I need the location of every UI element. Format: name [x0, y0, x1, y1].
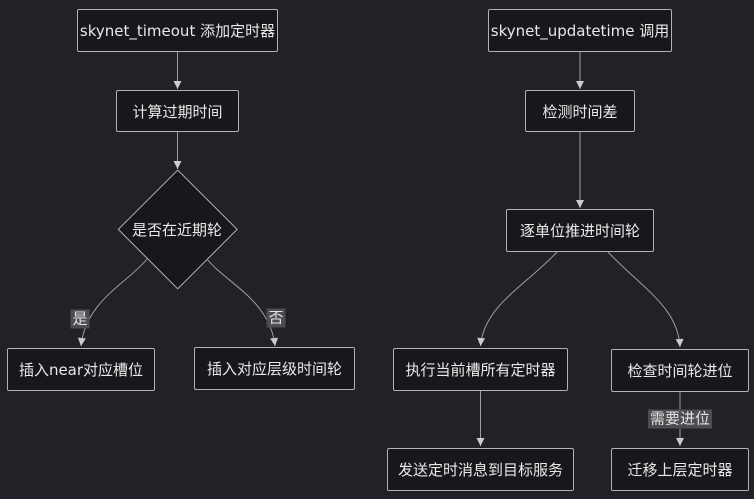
edge-advance-to-checkcarry: [607, 251, 684, 348]
node-migrate-upper-timers: 迁移上层定时器: [611, 448, 749, 491]
node-insert-level-wheel: 插入对应层级时间轮: [194, 347, 355, 390]
edge-decision-yes-to-insert-near: [77, 258, 148, 347]
node-check-time-diff: 检测时间差: [525, 90, 635, 132]
node-skynet-updatetime-start: skynet_updatetime 调用: [488, 9, 672, 52]
node-run-slot-timers: 执行当前槽所有定时器: [393, 348, 568, 391]
node-skynet-timeout-start: skynet_timeout 添加定时器: [77, 9, 278, 52]
node-compute-expire: 计算过期时间: [116, 90, 239, 132]
node-advance-wheel: 逐单位推进时间轮: [506, 209, 654, 252]
edge-label-yes: 是: [70, 309, 90, 329]
diamond-label: 是否在近期轮: [131, 220, 222, 239]
node-check-carry: 检查时间轮进位: [611, 349, 749, 392]
edge-advance-to-runtimers: [477, 251, 558, 347]
edge-decision-no-to-insert-level: [206, 258, 279, 347]
edge-label-need-carry: 需要进位: [647, 409, 713, 429]
node-decision-near-round: 是否在近期轮: [117, 169, 239, 291]
node-insert-near-slot: 插入near对应槽位: [7, 348, 155, 391]
node-send-timeout-message: 发送定时消息到目标服务: [387, 448, 574, 491]
edge-label-no: 否: [266, 308, 286, 328]
